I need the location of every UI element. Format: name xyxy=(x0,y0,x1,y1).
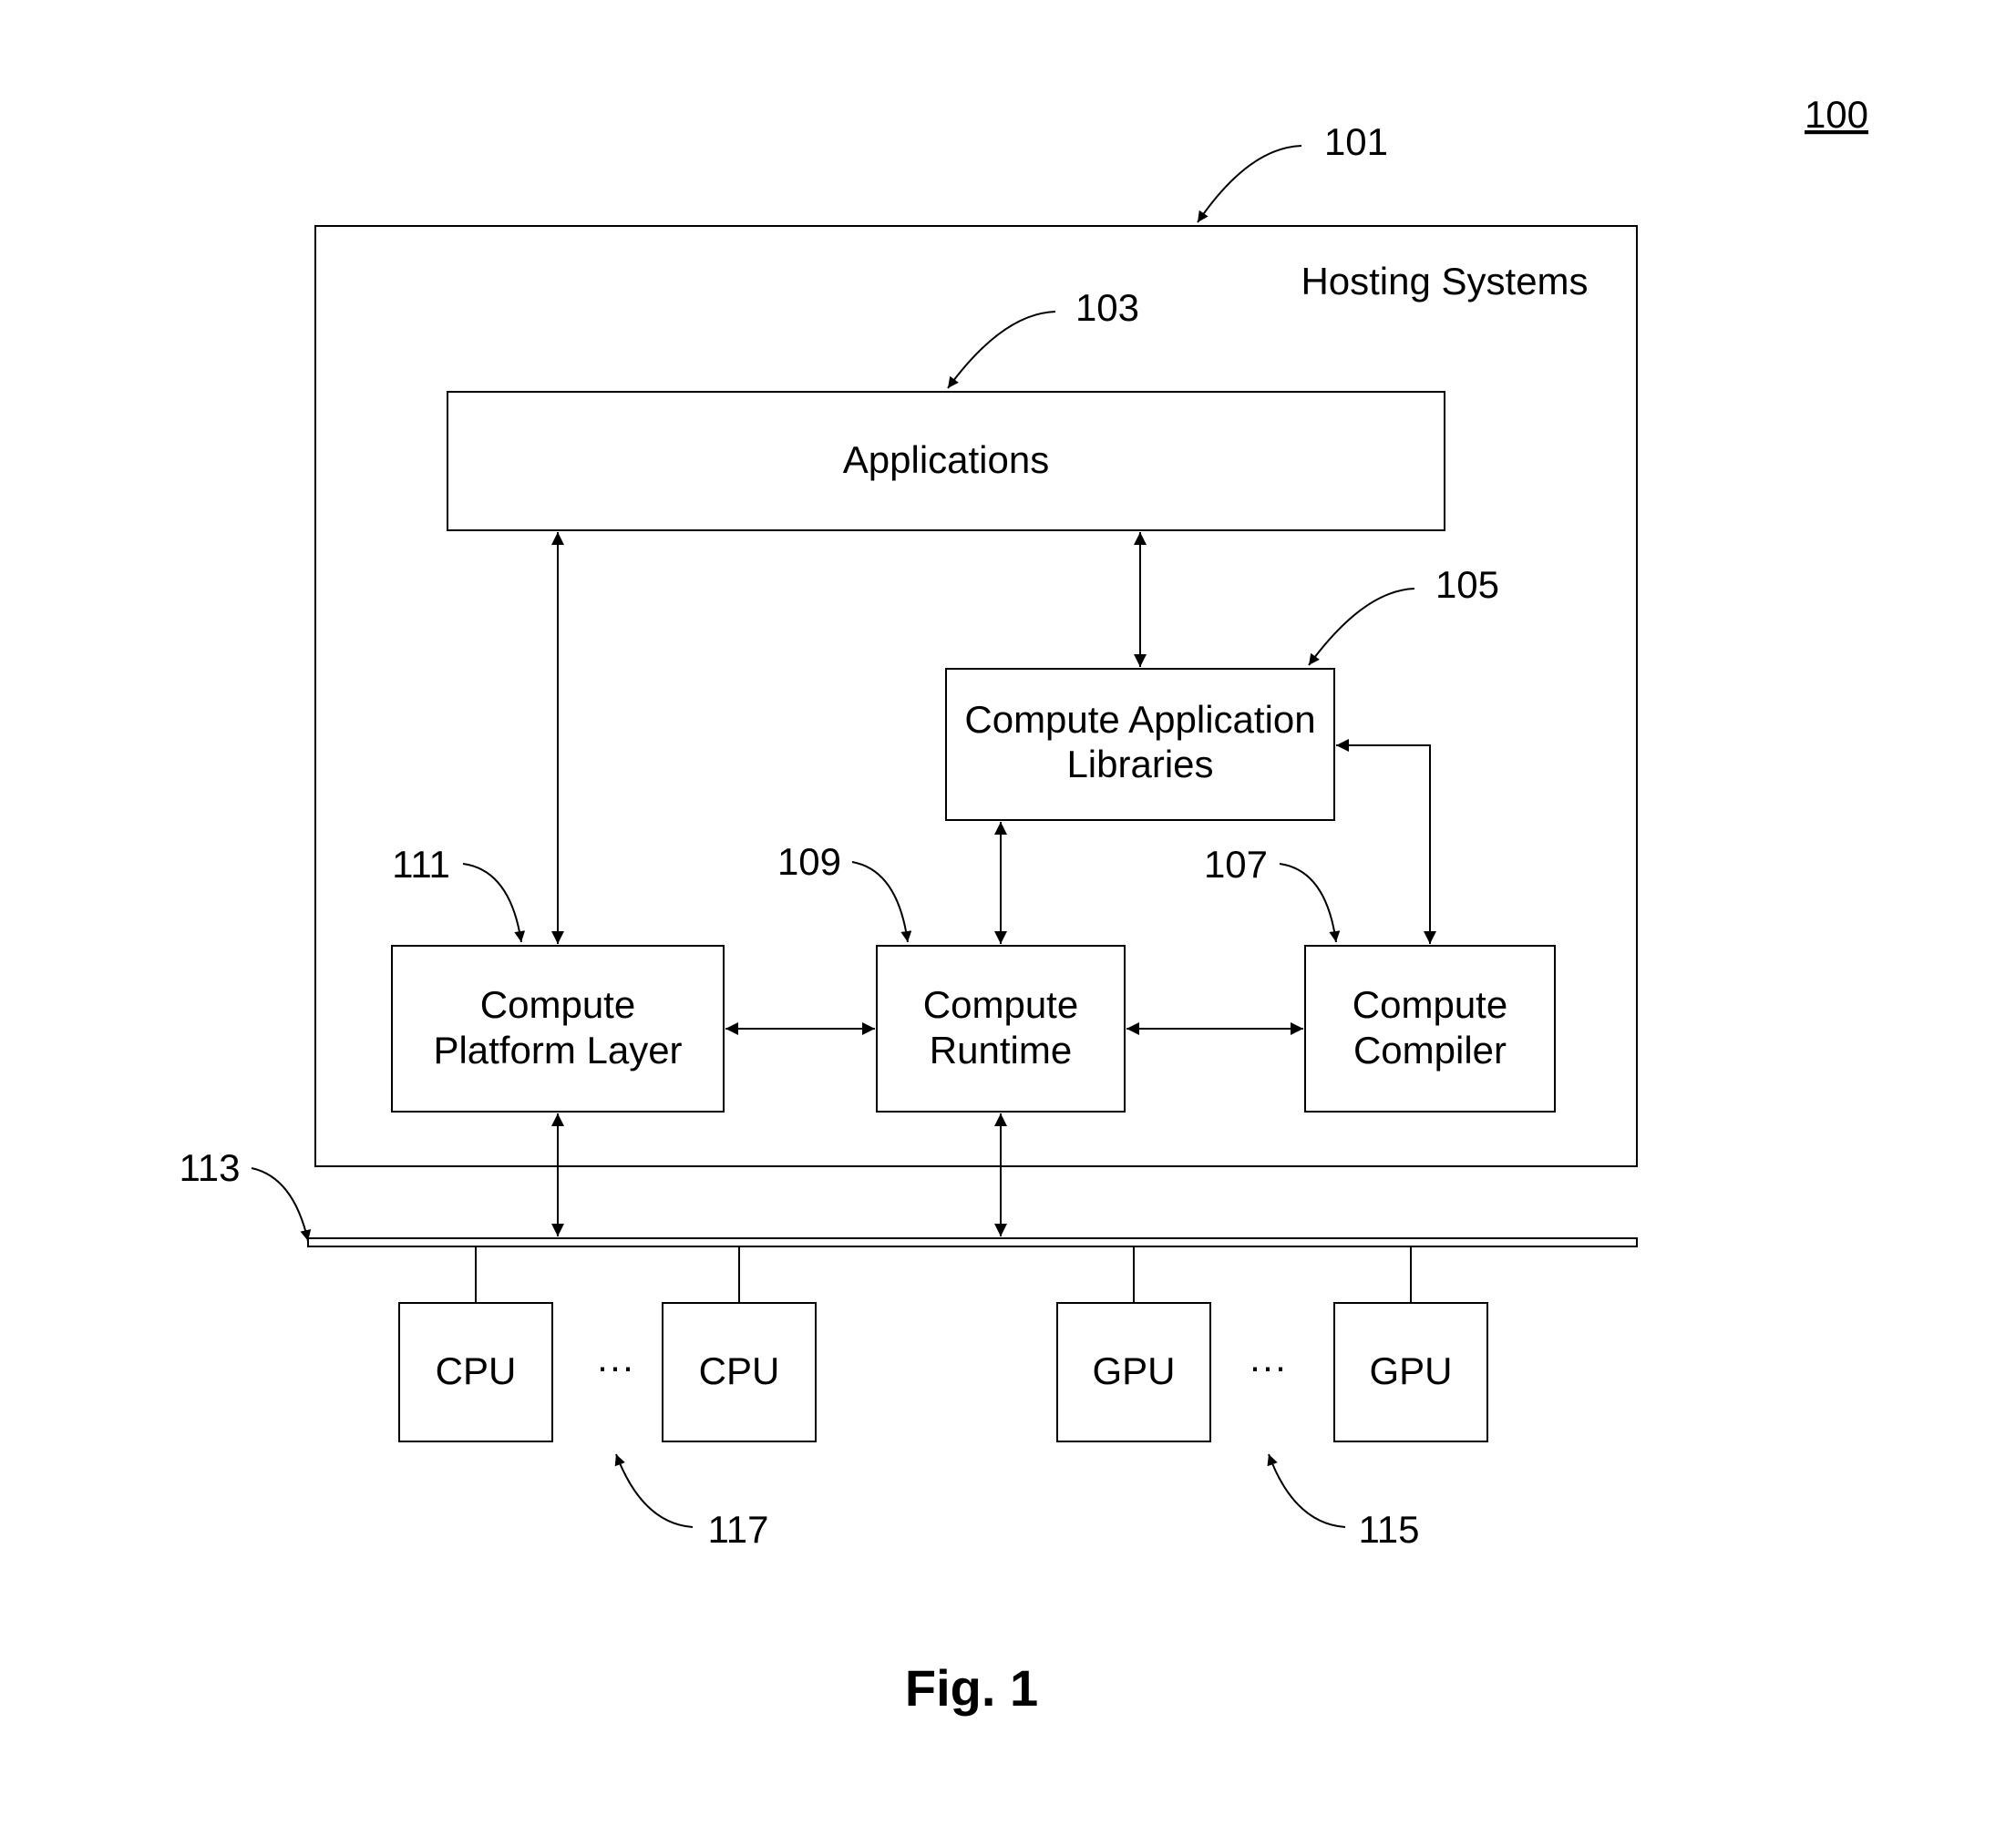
ref-107: 107 xyxy=(1204,843,1268,886)
cpu-ellipsis: ··· xyxy=(596,1345,634,1388)
bus xyxy=(308,1238,1637,1246)
ref-113: 113 xyxy=(180,1146,241,1189)
ref-111: 111 xyxy=(392,843,450,886)
ref-113-leader xyxy=(252,1168,308,1241)
runtime-label-line1: Compute xyxy=(923,983,1078,1026)
gpu-ellipsis: ··· xyxy=(1249,1345,1287,1388)
libraries-label-line1: Compute Application xyxy=(964,698,1315,741)
ref-105: 105 xyxy=(1435,563,1499,606)
compiler-label-line1: Compute xyxy=(1353,983,1507,1026)
compiler-label-line2: Compiler xyxy=(1353,1029,1507,1072)
libraries-label-line2: Libraries xyxy=(1066,743,1213,785)
ref-117-leader xyxy=(616,1454,693,1527)
figure-caption: Fig. 1 xyxy=(905,1659,1038,1717)
ref-117: 117 xyxy=(708,1508,769,1551)
gpu-label-2: GPU xyxy=(1369,1349,1452,1392)
ref-115: 115 xyxy=(1359,1508,1420,1551)
ref-115-leader xyxy=(1269,1454,1345,1527)
ref-109: 109 xyxy=(777,840,841,883)
platform-label-line2: Platform Layer xyxy=(433,1029,682,1072)
cpu-label-2: CPU xyxy=(699,1349,780,1392)
gpu-label-1: GPU xyxy=(1092,1349,1175,1392)
runtime-label-line2: Runtime xyxy=(930,1029,1072,1072)
ref-101-leader xyxy=(1198,146,1301,222)
cpu-label-1: CPU xyxy=(436,1349,517,1392)
ref-101: 101 xyxy=(1324,120,1388,163)
applications-label: Applications xyxy=(843,438,1049,481)
hosting-systems-label: Hosting Systems xyxy=(1301,260,1588,303)
figure-number: 100 xyxy=(1805,93,1868,136)
platform-label-line1: Compute xyxy=(480,983,635,1026)
ref-103: 103 xyxy=(1075,286,1139,329)
